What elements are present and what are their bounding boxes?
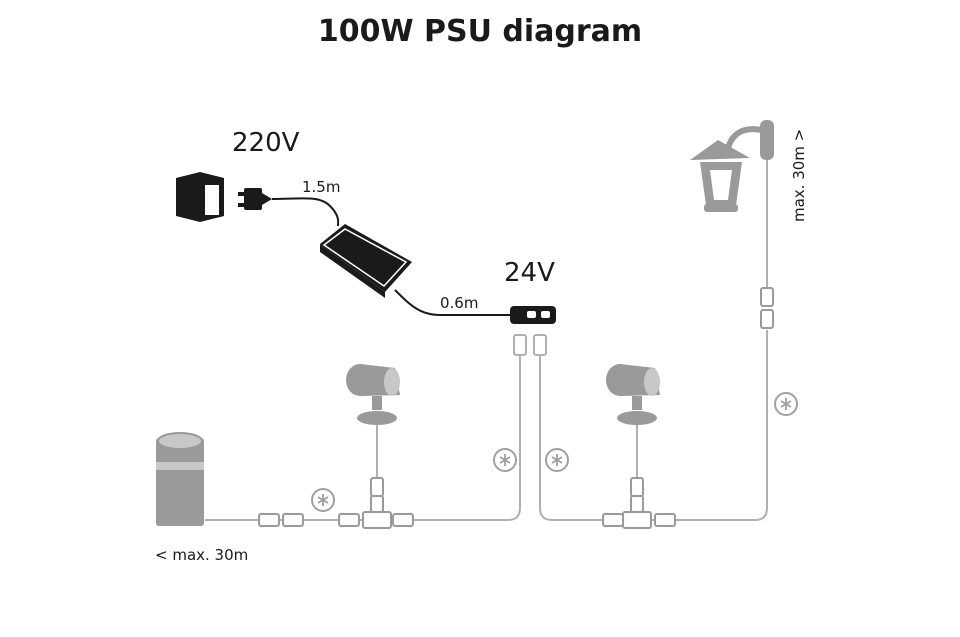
cable-psu-to-splitter: [394, 289, 510, 316]
max-length-left: < max. 30m: [155, 546, 249, 564]
cable-plug-to-psu: [271, 197, 340, 227]
connector-icon: [513, 334, 547, 356]
asterisk-icon: [311, 392, 798, 512]
low-voltage-label: 24V: [504, 258, 555, 288]
connector-icon: [362, 495, 652, 529]
cable-length-plug: 1.5m: [302, 178, 341, 196]
connector-icon: [258, 513, 676, 527]
connector-icon: [370, 287, 774, 497]
spotlight-icon: [606, 364, 660, 425]
mains-voltage-label: 220V: [232, 128, 300, 158]
wall-socket-icon: [176, 172, 224, 222]
wall-lantern-icon: [690, 120, 774, 212]
asterisk-icon: [317, 398, 792, 506]
page-title: 100W PSU diagram: [317, 14, 643, 49]
splitter-icon: [510, 306, 556, 324]
plug-icon: [238, 188, 272, 210]
spotlight-icon: [346, 364, 400, 425]
cable-length-out: 0.6m: [440, 294, 479, 312]
low-voltage-wiring: [205, 160, 768, 521]
max-length-right: max. 30m >: [790, 128, 808, 222]
pedestal-light-icon: [156, 432, 204, 526]
psu-brick-icon: [320, 224, 412, 298]
